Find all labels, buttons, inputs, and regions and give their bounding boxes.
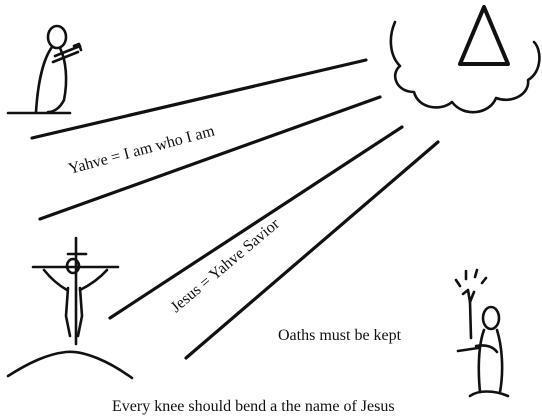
crucifix-icon xyxy=(6,236,134,380)
kneeling-figure-icon xyxy=(6,24,83,115)
triangle-icon xyxy=(458,5,510,66)
raised-hand-figure-icon xyxy=(454,268,510,398)
yahve-label: Yahve = I am who I am xyxy=(67,122,217,178)
cloud-icon xyxy=(389,20,541,114)
rays xyxy=(30,58,440,360)
caption: Every knee should bend a the name of Jes… xyxy=(112,398,395,415)
ray-line xyxy=(108,125,404,320)
ray-line xyxy=(38,95,382,221)
jesus-label: Jesus = Yahve Savior xyxy=(168,215,284,316)
ray-line xyxy=(184,140,440,360)
ray-line xyxy=(30,58,368,140)
oaths-label: Oaths must be kept xyxy=(278,327,402,344)
